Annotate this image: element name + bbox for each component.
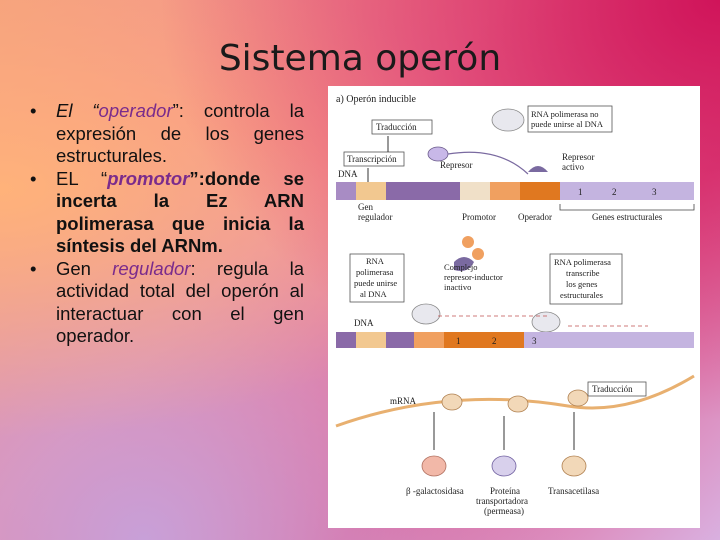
bullet-prefix: El “ (56, 100, 99, 121)
represor-activo-line2: activo (562, 162, 584, 172)
bullet-promotor: EL “promotor”:donde se incerta la Ez ARN… (26, 168, 304, 258)
bullet-text: ”: controla la expresión de los genes es… (56, 100, 304, 166)
genes-bracket (559, 204, 695, 211)
rna-puede-line4: al DNA (360, 289, 388, 299)
genes-estructurales-label: Genes estructurales (592, 212, 663, 222)
galactosidasa-label: β -galactosidasa (406, 486, 464, 496)
gene-3-label: 3 (652, 187, 657, 197)
gene-2b-label: 2 (492, 336, 497, 346)
bullet-highlight: regulador (112, 257, 191, 279)
transacetilasa-label: Transacetilasa (548, 486, 599, 496)
bullet-prefix: Gen (56, 257, 113, 279)
represor-arrow (447, 151, 529, 175)
rna-puede-line3: puede unirse (354, 278, 397, 288)
represor-activo-line1: Represor (562, 152, 595, 162)
transcribe-box (549, 253, 623, 305)
complejo-line3: inactivo (444, 282, 471, 292)
galactosidasa-shape (421, 455, 447, 477)
rna-puede-box (349, 253, 405, 303)
bullet-text: ”:donde se incerta la Ez ARN polimerasa … (56, 167, 304, 257)
bullet-operador: El “operador”: controla la expresión de … (26, 100, 304, 168)
inductor-shape-2 (472, 248, 484, 260)
transcribe-line4: estructurales (560, 290, 603, 300)
bullet-highlight: promotor (107, 167, 190, 189)
bullet-text: : regula la actividad total del operón a… (56, 257, 304, 347)
gen-regulador-segment-2 (356, 332, 386, 348)
gen-regulador-segment (356, 182, 386, 200)
rna-no-puede-line1: RNA polimerasa no (531, 109, 599, 119)
mrna-strand (335, 374, 695, 428)
complejo-line1: Complejo (444, 262, 478, 272)
transcripcion-box (343, 151, 405, 167)
represor-shape (427, 146, 449, 162)
rna-puede-line2: polimerasa (356, 267, 394, 277)
transcripcion-label: Transcripción (347, 154, 397, 164)
traduccion-box (371, 119, 433, 135)
transcribe-line1: RNA polimerasa (554, 257, 611, 267)
mrna-label: mRNA (390, 396, 417, 406)
gen-regulador-line1: Gen (358, 202, 373, 212)
traduccion2-box (587, 381, 647, 397)
gene-1-label: 1 (578, 187, 583, 197)
gene-1b-label: 1 (456, 336, 461, 346)
gen-regulador-line2: regulador (358, 212, 392, 222)
operon-diagram: a) Operón inducible 1 2 3 DNA Traducción… (328, 86, 700, 528)
bullet-highlight: operador (98, 100, 173, 121)
operador-segment-2 (520, 182, 560, 200)
promotor-label: Promotor (462, 212, 496, 222)
operador-label: Operador (518, 212, 552, 222)
rna-polimerasa-shape (491, 108, 525, 132)
bullet-list: El “operador”: controla la expresión de … (26, 100, 304, 348)
operador-segment (490, 182, 520, 200)
ribosome-1 (441, 393, 463, 411)
operador-segment-3 (444, 332, 524, 348)
promotor-segment-2 (414, 332, 444, 348)
represor-label: Represor (440, 160, 473, 170)
dna-start (336, 182, 356, 200)
dna-label: DNA (338, 169, 358, 179)
operon-diagram-svg: a) Operón inducible 1 2 3 DNA Traducción… (335, 94, 695, 516)
gene-3b-label: 3 (532, 336, 537, 346)
proteina-line1: Proteína (490, 486, 520, 496)
dna2-label: DNA (354, 318, 374, 328)
rna-polimerasa-shape-3 (531, 311, 561, 333)
genes-segment-2 (524, 332, 694, 348)
traduccion2-label: Traducción (592, 384, 633, 394)
rna-no-puede-box (527, 105, 613, 133)
promotor-segment (460, 182, 490, 200)
rna-puede-line1: RNA (366, 256, 385, 266)
represor-activo-shape (528, 166, 548, 172)
transcribe-line3: los genes (566, 279, 597, 289)
transcribe-line2: transcribe (566, 268, 600, 278)
genes-estructurales-segment (560, 182, 694, 200)
complejo-line2: represor-inductor (444, 272, 503, 282)
bullet-prefix: EL “ (56, 167, 108, 189)
complejo-shape (454, 257, 474, 271)
inductor-shape (462, 236, 474, 248)
proteina-line3: (permeasa) (484, 506, 524, 516)
slide-title: Sistema operón (218, 38, 502, 79)
rna-polimerasa-shape-2 (411, 303, 441, 325)
gene-2-label: 2 (612, 187, 617, 197)
traduccion-label: Traducción (376, 122, 417, 132)
ribosome-3 (567, 389, 589, 407)
rna-no-puede-line2: puede unirse al DNA (531, 119, 604, 129)
proteina-line2: transportadora (476, 496, 528, 506)
permeasa-shape (491, 455, 517, 477)
ribosome-2 (507, 395, 529, 413)
diagram-heading: a) Operón inducible (336, 94, 417, 105)
transacetilasa-shape (561, 455, 587, 477)
bullet-regulador: Gen regulador: regula la actividad total… (26, 258, 304, 348)
